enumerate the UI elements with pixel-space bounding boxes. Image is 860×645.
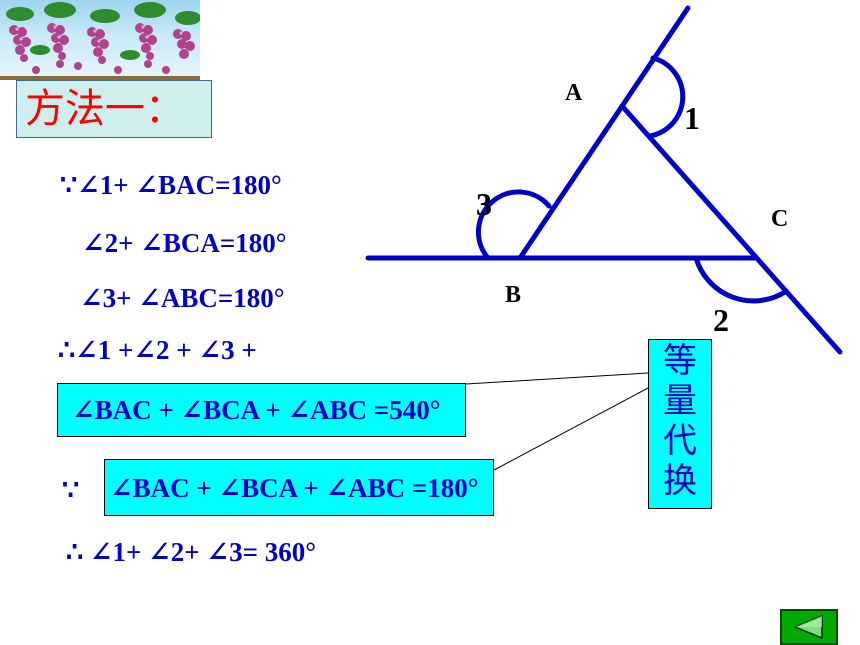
line-ac-extended: [619, 103, 843, 355]
angle-label-2: 2: [713, 302, 729, 338]
highlight-box-sum-540: [57, 383, 466, 437]
angle-2-arc: [693, 255, 788, 304]
proof-line-5: ∠BAC + ∠BCA + ∠ABC =540°: [72, 395, 441, 425]
proof-line-6: ∠BAC + ∠BCA + ∠ABC =180°: [110, 473, 479, 503]
proof-line-2: ∠2+ ∠BCA=180°: [82, 228, 287, 258]
highlight-box-sum-180: [104, 459, 494, 516]
angle-3-arc: [475, 189, 552, 261]
page-title: 方法一：: [25, 86, 185, 132]
vertex-label-c: C: [771, 206, 789, 232]
proof-line-3: ∠3+ ∠ABC=180°: [80, 283, 285, 313]
grape-banner-image: [0, 0, 200, 80]
proof-line-6-because: ∵: [62, 475, 80, 505]
angle-label-3: 3: [476, 186, 492, 222]
vertex-label-b: B: [505, 282, 522, 308]
back-button[interactable]: [780, 609, 838, 645]
angle-1-arc: [647, 55, 686, 139]
angle-label-1: 1: [684, 100, 700, 136]
annotation-char-4: 换: [663, 461, 697, 501]
annotation-char-1: 等: [663, 341, 697, 381]
annotation-char-3: 代: [663, 421, 697, 461]
vertex-label-a: A: [565, 80, 583, 106]
proof-line-1: ∵∠1+ ∠BAC=180°: [60, 170, 282, 200]
annotation-substitution-box: 等 量 代 换: [648, 339, 712, 509]
back-arrow-icon: [793, 614, 823, 640]
proof-line-4: ∴∠1 +∠2 + ∠3 +: [58, 335, 257, 365]
proof-line-7: ∴ ∠1+ ∠2+ ∠3= 360°: [66, 537, 317, 567]
line-ba-extended: [517, 5, 691, 261]
title-box: 方法一：: [16, 80, 212, 138]
annotation-char-2: 量: [663, 381, 697, 421]
